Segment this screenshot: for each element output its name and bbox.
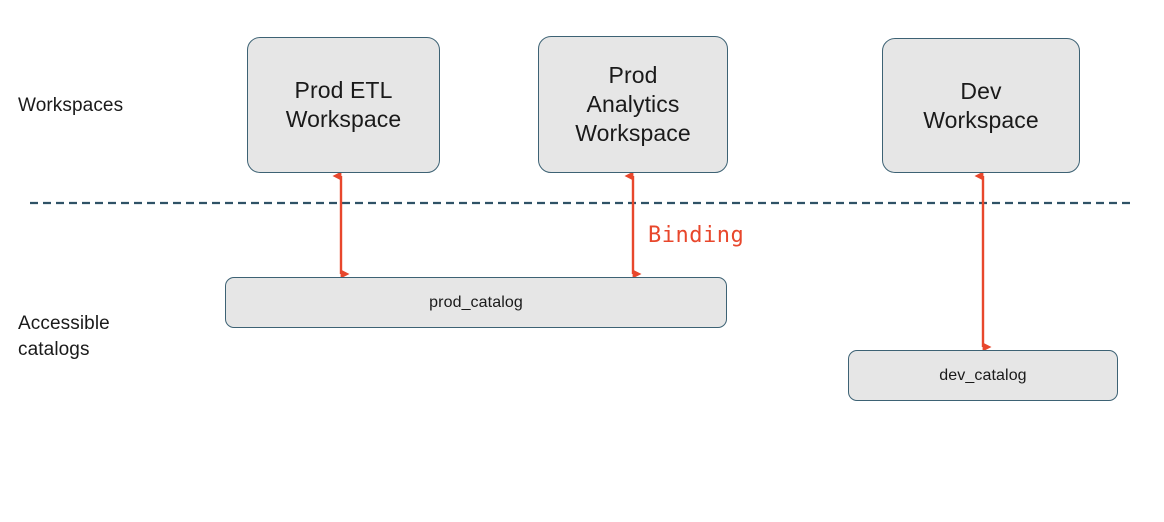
binding-annotation-label: Binding bbox=[648, 223, 745, 248]
row-label-workspaces: Workspaces bbox=[18, 95, 124, 116]
node-catalog-dev-catalog[interactable]: dev_catalog bbox=[848, 350, 1118, 401]
node-workspace-prod-etl[interactable]: Prod ETL Workspace bbox=[247, 37, 440, 173]
row-label-accessible-catalogs: Accessible catalogs bbox=[18, 313, 110, 360]
node-workspace-dev[interactable]: Dev Workspace bbox=[882, 38, 1080, 173]
node-catalog-prod-catalog[interactable]: prod_catalog bbox=[225, 277, 727, 328]
node-workspace-prod-analytics[interactable]: Prod Analytics Workspace bbox=[538, 36, 728, 173]
